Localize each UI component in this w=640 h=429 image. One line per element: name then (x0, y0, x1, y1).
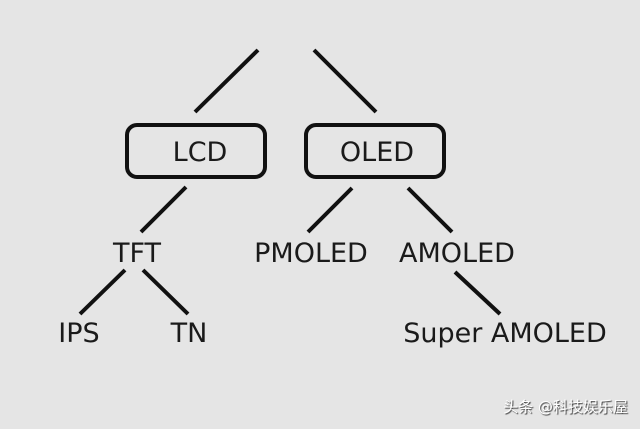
node-amoled: AMOLED (399, 238, 515, 269)
edge-oled-amoled (406, 186, 454, 234)
edge-tft-ips (78, 268, 127, 316)
watermark: 头条 @科技娱乐屋 (503, 398, 628, 416)
edge-lcd-tft (139, 185, 188, 234)
edge-oled-pmoled (306, 186, 354, 234)
oled-box (304, 123, 446, 179)
node-ips: IPS (58, 318, 99, 349)
edge-root-lcd (193, 48, 260, 114)
node-oled: OLED (340, 137, 414, 168)
node-super-amoled: Super AMOLED (403, 318, 607, 349)
node-tft: TFT (112, 238, 162, 269)
node-pmoled: PMOLED (254, 238, 368, 269)
edge-root-oled (312, 48, 378, 114)
lcd-box (125, 123, 267, 179)
edge-tft-tn (141, 268, 190, 316)
edge-amoled-super (453, 270, 502, 316)
node-tn: TN (170, 318, 208, 349)
node-lcd: LCD (173, 137, 228, 168)
